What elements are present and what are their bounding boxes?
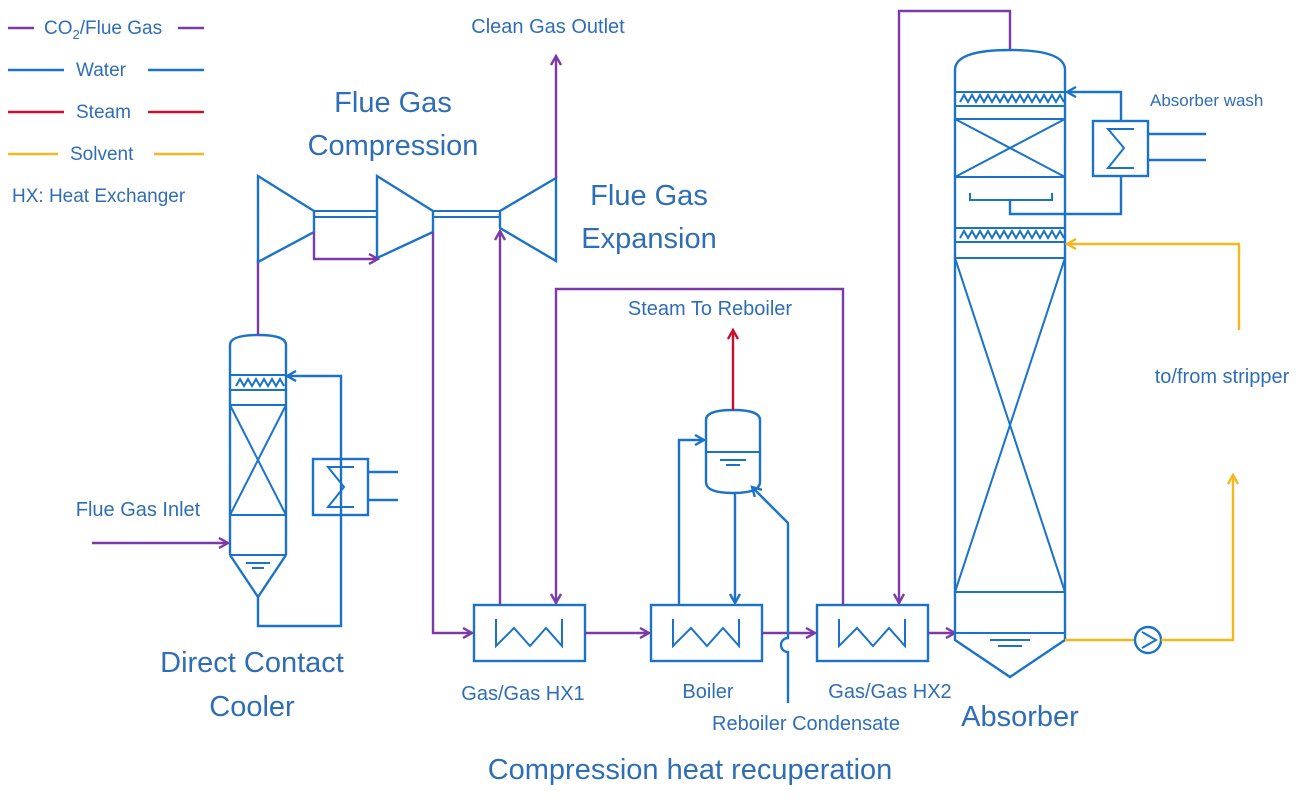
- absorber-column: [953, 48, 1067, 679]
- legend-solvent: Solvent: [8, 144, 204, 165]
- reboiler-condensate-line: [752, 487, 790, 703]
- solvent-pump: [1133, 625, 1163, 655]
- legend-water: Water: [8, 60, 204, 81]
- label-absorber: Absorber: [961, 701, 1079, 733]
- legend-steam-label: Steam: [76, 102, 131, 123]
- gas-gas-hx2: [815, 603, 930, 663]
- comp1-to-comp2-line: [312, 232, 378, 259]
- steam-drum: [704, 408, 762, 495]
- boiler-hx: [649, 603, 764, 663]
- label-to-from-stripper: to/from stripper: [1155, 366, 1290, 388]
- label-boiler: Boiler: [682, 681, 733, 703]
- lean-solvent-inlet: [1067, 244, 1241, 330]
- compressor-1: [256, 173, 316, 265]
- wash-to-hx-line: [1065, 176, 1123, 216]
- labels: Flue Gas Compression Flue Gas Expansion …: [76, 16, 1290, 786]
- direct-contact-cooler: [228, 333, 288, 600]
- label-absorber-wash: Absorber wash: [1150, 91, 1263, 110]
- label-flue-gas-expansion-2: Expansion: [581, 223, 716, 255]
- legend-hx-note: HX: Heat Exchanger: [12, 186, 186, 207]
- legend-solvent-label: Solvent: [70, 144, 134, 165]
- wash-return-line: [1067, 92, 1123, 121]
- compressor-2: [375, 173, 435, 260]
- hx2-to-hx1-loop: [556, 287, 845, 605]
- label-direct-contact-cooler-1: Direct Contact: [160, 647, 344, 679]
- legend: CO2/Flue Gas Water Steam Solvent HX: Hea…: [8, 18, 204, 207]
- label-flue-gas-inlet: Flue Gas Inlet: [76, 499, 201, 521]
- label-gas-gas-hx2: Gas/Gas HX2: [828, 681, 951, 703]
- wash-drawoff: [1008, 200, 1065, 216]
- dcc-water-loop: [256, 376, 343, 628]
- dcc-heat-exchanger: [311, 457, 398, 517]
- label-gas-gas-hx1: Gas/Gas HX1: [461, 683, 584, 705]
- label-flue-gas-compression-2: Compression: [308, 130, 479, 162]
- boiler-riser-line: [677, 440, 704, 605]
- comp2-to-hx1-line: [431, 232, 472, 633]
- expander: [498, 175, 558, 264]
- absorber-wash-hx: [1091, 119, 1206, 178]
- label-flue-gas-compression-1: Flue Gas: [334, 87, 452, 119]
- label-steam-to-reboiler: Steam To Reboiler: [628, 298, 793, 320]
- label-direct-contact-cooler-2: Cooler: [209, 691, 295, 723]
- legend-water-label: Water: [76, 60, 127, 81]
- shafts: [314, 210, 500, 218]
- absorber-top-to-hx2-line: [899, 9, 1012, 603]
- label-reboiler-condensate: Reboiler Condensate: [712, 713, 900, 735]
- rich-solvent-to-stripper: [1161, 475, 1233, 642]
- label-flue-gas-expansion-1: Flue Gas: [590, 180, 708, 212]
- legend-co2-label: CO2/Flue Gas: [44, 18, 162, 42]
- legend-steam: Steam: [8, 102, 204, 123]
- gas-gas-hx1: [472, 603, 587, 663]
- label-clean-gas-outlet: Clean Gas Outlet: [471, 16, 625, 38]
- legend-co2-flue-gas: CO2/Flue Gas: [8, 18, 204, 42]
- label-compression-heat-recuperation: Compression heat recuperation: [488, 754, 893, 786]
